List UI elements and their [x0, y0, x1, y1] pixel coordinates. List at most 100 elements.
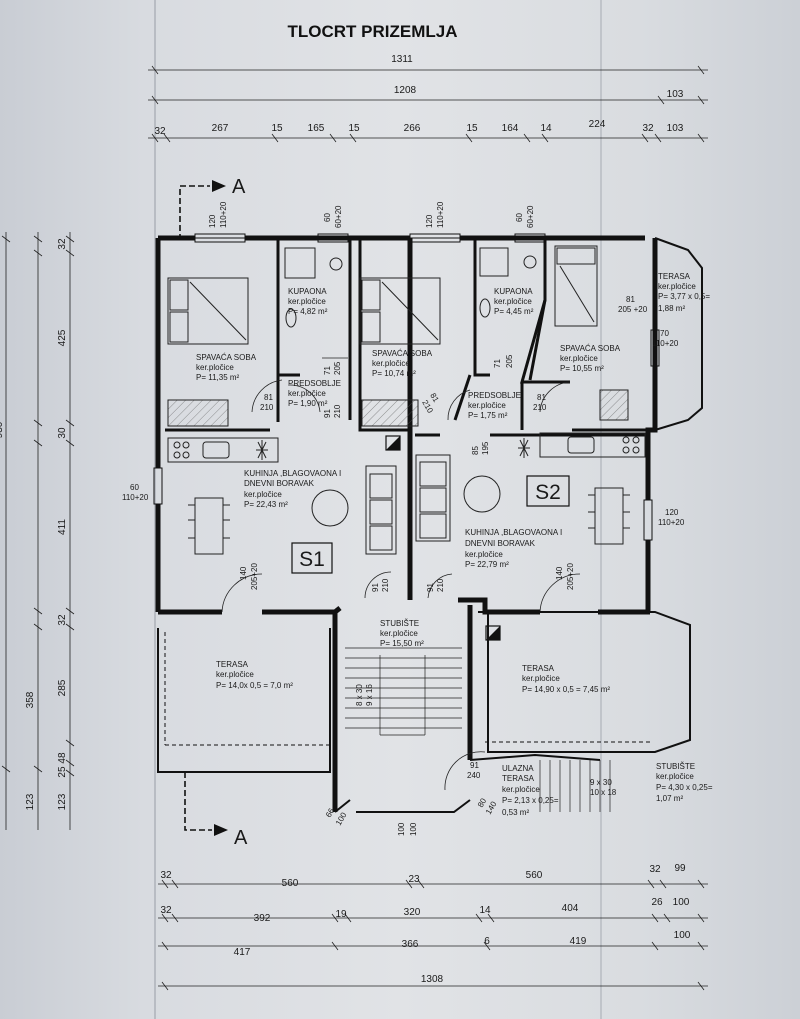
shower	[479, 247, 509, 277]
section-label: A	[234, 827, 248, 849]
svg-text:P= 1,75 m²: P= 1,75 m²	[468, 411, 508, 420]
dim-top: 103	[667, 89, 684, 100]
svg-text:ker.pločice: ker.pločice	[502, 785, 540, 794]
svg-text:205+20: 205+20	[566, 563, 575, 590]
dim-top: 224	[589, 119, 606, 130]
svg-text:91: 91	[371, 583, 380, 592]
toilet	[329, 257, 343, 271]
svg-text:60+20: 60+20	[334, 205, 343, 228]
svg-text:205+20: 205+20	[250, 563, 259, 590]
svg-text:P= 15,50 m²: P= 15,50 m²	[380, 639, 424, 648]
section-label: A	[232, 176, 246, 198]
unit-tag-s2: S2	[526, 475, 570, 507]
svg-text:240: 240	[467, 771, 481, 780]
svg-text:ker.pločice: ker.pločice	[658, 282, 696, 291]
svg-text:8 x 30: 8 x 30	[355, 684, 364, 706]
svg-text:DNEVNI BORAVAK: DNEVNI BORAVAK	[465, 539, 536, 548]
svg-text:205 +20: 205 +20	[618, 305, 648, 314]
svg-text:ker.pločice: ker.pločice	[468, 401, 506, 410]
stair-treads	[345, 647, 611, 812]
dining-table	[194, 497, 224, 555]
dim-bottom: 32	[649, 864, 661, 875]
svg-text:ker.pločice: ker.pločice	[196, 363, 234, 372]
room-terasa-top: TERASA ker.pločice P= 3,77 x 0,5= 1,88 m…	[658, 272, 710, 313]
room-kuhinja-1: KUHINJA ,BLAGOVAONA I DNEVNI BORAVAK ker…	[244, 469, 341, 509]
dim-top: 32	[642, 123, 654, 134]
svg-text:110+20: 110+20	[122, 493, 149, 502]
dim-left: 32	[57, 238, 68, 250]
dim-bottom: 404	[562, 903, 579, 914]
svg-text:P= 14,0x 0,5 = 7,0 m²: P= 14,0x 0,5 = 7,0 m²	[216, 681, 293, 690]
coffee-table	[311, 489, 349, 527]
shaft-symbols	[385, 435, 501, 641]
svg-text:P= 22,43 m²: P= 22,43 m²	[244, 500, 288, 509]
svg-text:120: 120	[665, 508, 679, 517]
dim-bottom: 99	[674, 863, 686, 874]
svg-text:1,07 m²: 1,07 m²	[656, 794, 683, 803]
svg-text:TERASA: TERASA	[502, 774, 535, 783]
svg-text:91: 91	[470, 761, 479, 770]
dim-bottom: 100	[674, 930, 691, 941]
room-spavaca-2: SPAVAĆA SOBA ker.pločice P= 10,74 m²	[372, 349, 433, 378]
svg-text:9 x 16: 9 x 16	[365, 684, 374, 706]
svg-text:KUPAONA: KUPAONA	[288, 287, 327, 296]
svg-text:ker.pločice: ker.pločice	[560, 354, 598, 363]
top-dimension-lines	[148, 65, 708, 143]
room-kupaona-1: KUPAONA ker.pločice P= 4,82 m²	[288, 287, 328, 316]
svg-text:STUBIŠTE: STUBIŠTE	[656, 762, 695, 771]
bed	[359, 277, 441, 345]
dim-top: 32	[154, 126, 166, 137]
svg-text:STUBIŠTE: STUBIŠTE	[380, 619, 419, 628]
dim-bottom: 14	[479, 905, 491, 916]
svg-text:110+20: 110+20	[219, 201, 228, 228]
svg-text:60+20: 60+20	[526, 205, 535, 228]
svg-text:71: 71	[323, 366, 332, 375]
svg-text:P= 10,55 m²: P= 10,55 m²	[560, 364, 604, 373]
dim-left: 425	[57, 329, 68, 346]
dim-top: 15	[466, 123, 478, 134]
svg-text:ker.pločice: ker.pločice	[372, 359, 410, 368]
svg-text:P= 4,45 m²: P= 4,45 m²	[494, 307, 534, 316]
dim-total-left: 930	[0, 421, 5, 438]
svg-text:ker.pločice: ker.pločice	[656, 772, 694, 781]
svg-text:TERASA: TERASA	[216, 660, 249, 669]
svg-text:110+20: 110+20	[652, 339, 679, 348]
svg-text:10 x 18: 10 x 18	[590, 788, 617, 797]
dim-bottom: 366	[402, 939, 419, 950]
bed	[554, 245, 598, 327]
svg-text:ker.pločice: ker.pločice	[465, 550, 503, 559]
stair-labels: 8 x 30 9 x 16 9 x 30 10 x 18	[355, 684, 617, 797]
svg-text:P= 10,74 m²: P= 10,74 m²	[372, 369, 416, 378]
left-dimension-lines	[1, 232, 75, 830]
walls	[155, 235, 658, 812]
svg-text:ker.pločice: ker.pločice	[288, 297, 326, 306]
dim-left: 123	[57, 793, 68, 810]
svg-text:PREDSOBLJE: PREDSOBLJE	[468, 391, 521, 400]
dim-left: 25	[57, 766, 68, 778]
svg-text:P= 11,35 m²: P= 11,35 m²	[196, 373, 240, 382]
svg-text:P= 14,90 x 0,5 = 7,45 m²: P= 14,90 x 0,5 = 7,45 m²	[522, 685, 610, 694]
dim-total-top: 1311	[391, 54, 413, 65]
dim-top: 103	[667, 123, 684, 134]
furniture	[167, 245, 646, 555]
dim-bottom: 19	[335, 909, 347, 920]
section-marker-bottom	[184, 772, 228, 836]
dim-bottom: 32	[160, 905, 172, 916]
svg-text:210: 210	[333, 404, 342, 418]
terraces	[157, 237, 703, 813]
inner-walls	[165, 238, 650, 437]
svg-text:0,53 m²: 0,53 m²	[502, 808, 529, 817]
shower	[284, 247, 316, 279]
dim-bottom: 417	[234, 947, 251, 958]
svg-text:ker.pločice: ker.pločice	[494, 297, 532, 306]
dim-bottom: 320	[404, 907, 421, 918]
sink	[285, 308, 297, 328]
door-swings	[221, 357, 581, 791]
dim-bottom: 100	[673, 897, 690, 908]
svg-text:TERASA: TERASA	[522, 664, 555, 673]
svg-text:S2: S2	[535, 481, 561, 504]
dim-top: 15	[348, 123, 360, 134]
paper-fold	[600, 0, 602, 1019]
svg-text:110+20: 110+20	[658, 518, 685, 527]
dim-top: 15	[271, 123, 283, 134]
